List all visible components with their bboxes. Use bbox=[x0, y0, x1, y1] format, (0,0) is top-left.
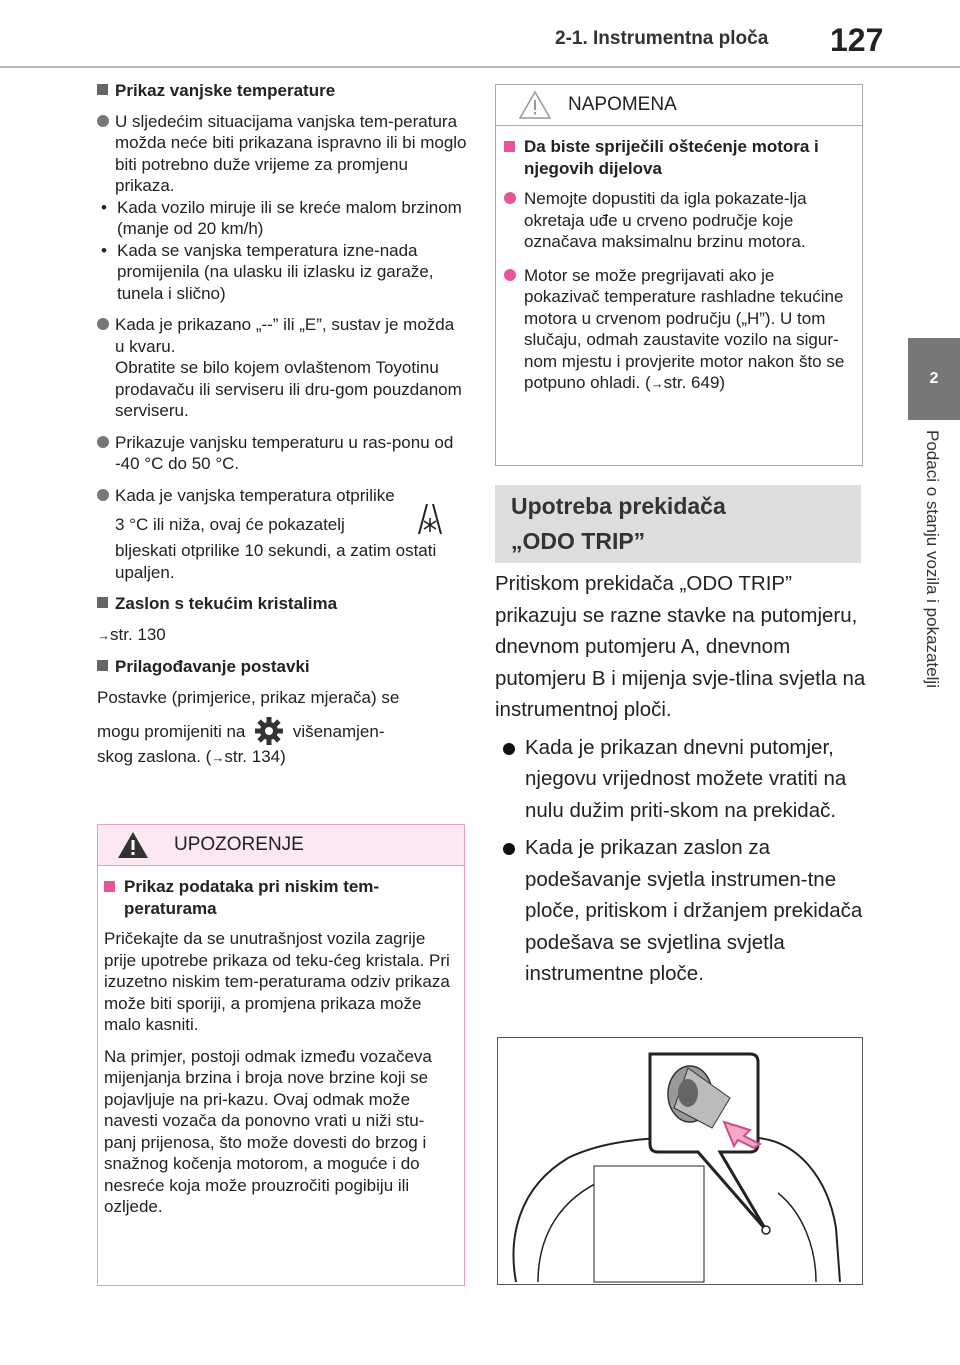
arrow-icon: → bbox=[650, 376, 664, 391]
note-para-2: Motor se može pregrijavati ako je pokazi… bbox=[504, 265, 848, 395]
lcd-heading: Zaslon s tekućim kristalima bbox=[97, 593, 467, 615]
temp-para-1: U sljedećim situacijama vanjska tem-pera… bbox=[97, 111, 467, 305]
odo-bullet-2: Kada je prikazan zaslon za podešavanje s… bbox=[495, 832, 870, 990]
instrument-cluster-illustration bbox=[497, 1037, 863, 1285]
snowflake-road-icon bbox=[418, 503, 442, 535]
chapter-tab: 2 bbox=[908, 338, 960, 420]
lcd-ref[interactable]: →str. 130 bbox=[97, 624, 166, 644]
arrow-icon: → bbox=[211, 750, 225, 765]
section-title: 2-1. Instrumentna ploča bbox=[555, 28, 769, 49]
adj-line-2: mogu promijeniti na višenamjen- bbox=[97, 716, 467, 746]
chapter-title: Podaci o stanju vozila i pokazatelji bbox=[912, 430, 952, 790]
warning-p2: Na primjer, postoji odmak između vozačev… bbox=[104, 1046, 432, 1217]
square-bullet-icon bbox=[104, 881, 115, 892]
note-box: NAPOMENA Da biste spriječili oštećenje m… bbox=[495, 84, 863, 466]
square-bullet-icon bbox=[97, 597, 108, 608]
chapter-title-text: Podaci o stanju vozila i pokazatelji bbox=[923, 430, 942, 688]
header-divider bbox=[0, 66, 960, 68]
bullet-icon bbox=[97, 114, 109, 127]
page-number: 127 bbox=[830, 22, 884, 58]
warning-header: UPOZORENJE bbox=[98, 825, 464, 866]
section-title-line-1: Upotreba prekidača bbox=[511, 493, 726, 519]
temp-para-3: Prikazuje vanjsku temperaturu u ras-ponu… bbox=[97, 432, 467, 475]
caution-triangle-icon bbox=[518, 90, 552, 119]
temp-para-4: Kada je vanjska temperatura otprilike 3 … bbox=[97, 485, 467, 584]
bullet-icon bbox=[504, 268, 516, 281]
temp-sub-1: Kada vozilo miruje ili se kreće malom br… bbox=[97, 197, 467, 240]
odo-trip-switch-illustration bbox=[512, 1052, 841, 1283]
square-bullet-icon bbox=[504, 141, 515, 152]
gear-icon bbox=[255, 717, 284, 745]
adj-line-3: skog zaslona. (→str. 134) bbox=[97, 747, 286, 766]
bullet-icon bbox=[504, 192, 516, 204]
warning-heading: Prikaz podataka pri niskim tem-peraturam… bbox=[104, 876, 452, 919]
warning-triangle-icon bbox=[118, 832, 148, 858]
warning-p1: Pričekajte da se unutrašnjost vozila zag… bbox=[104, 929, 450, 1034]
arrow-icon: → bbox=[97, 627, 110, 643]
bullet-icon bbox=[97, 435, 109, 448]
odo-text: Pritiskom prekidača „ODO TRIP” prikazuju… bbox=[495, 568, 870, 990]
section-title-line-2: „ODO TRIP” bbox=[511, 528, 646, 554]
temp-sub-2: Kada se vanjska temperatura izne-nada pr… bbox=[97, 240, 467, 305]
square-bullet-icon bbox=[97, 84, 108, 95]
note-heading: Da biste spriječili oštećenje motora i n… bbox=[504, 136, 848, 179]
square-bullet-icon bbox=[97, 660, 108, 671]
bullet-icon bbox=[97, 488, 109, 501]
odo-bullet-1: Kada je prikazan dnevni putomjer, njegov… bbox=[495, 732, 870, 827]
bullet-icon bbox=[503, 843, 515, 855]
section-heading: Upotreba prekidača „ODO TRIP” bbox=[495, 485, 861, 563]
temp-para-2: Kada je prikazano „--” ili „E”, sustav j… bbox=[97, 314, 467, 422]
adj-heading: Prilagođavanje postavki bbox=[97, 656, 467, 678]
warning-label: UPOZORENJE bbox=[174, 834, 304, 855]
temp-heading: Prikaz vanjske temperature bbox=[97, 80, 467, 102]
left-column: Prikaz vanjske temperature U sljedećim s… bbox=[97, 80, 467, 769]
note-header: NAPOMENA bbox=[496, 85, 862, 126]
odo-intro: Pritiskom prekidača „ODO TRIP” prikazuju… bbox=[495, 572, 866, 721]
warning-box: UPOZORENJE Prikaz podataka pri niskim te… bbox=[97, 824, 465, 1286]
adj-line-1: Postavke (primjerice, prikaz mjerača) se bbox=[97, 687, 400, 707]
note-para-1: Nemojte dopustiti da igla pokazate-lja o… bbox=[504, 188, 848, 253]
bullet-icon bbox=[97, 318, 109, 330]
bullet-icon bbox=[503, 742, 515, 755]
note-label: NAPOMENA bbox=[568, 94, 677, 115]
